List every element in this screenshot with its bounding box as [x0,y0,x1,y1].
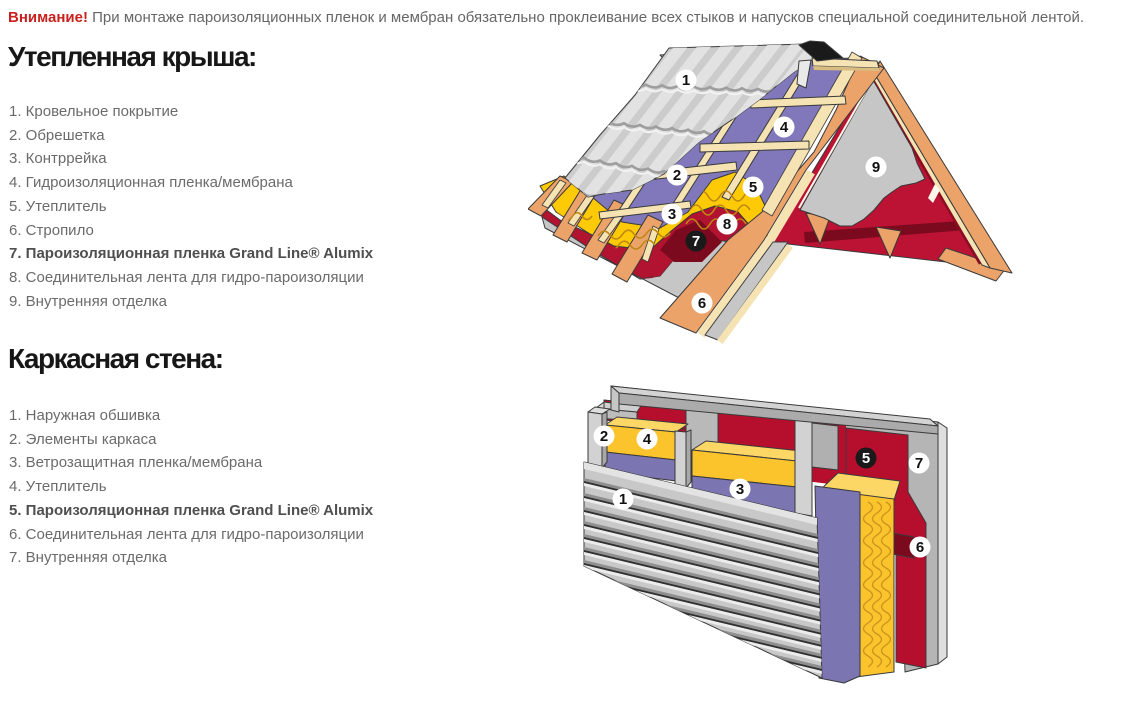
svg-text:4: 4 [643,431,652,448]
svg-text:3: 3 [668,206,676,223]
svg-text:4: 4 [780,119,789,136]
svg-text:8: 8 [723,216,731,233]
svg-text:1: 1 [682,72,690,89]
svg-text:1: 1 [619,491,627,508]
svg-text:7: 7 [915,455,923,472]
svg-text:3: 3 [736,481,744,498]
svg-text:2: 2 [600,428,608,445]
svg-text:2: 2 [673,167,681,184]
svg-text:7: 7 [692,233,700,250]
svg-text:5: 5 [862,450,870,467]
svg-text:6: 6 [698,295,706,312]
svg-text:9: 9 [872,159,880,176]
svg-text:6: 6 [916,539,924,556]
svg-text:5: 5 [749,179,757,196]
